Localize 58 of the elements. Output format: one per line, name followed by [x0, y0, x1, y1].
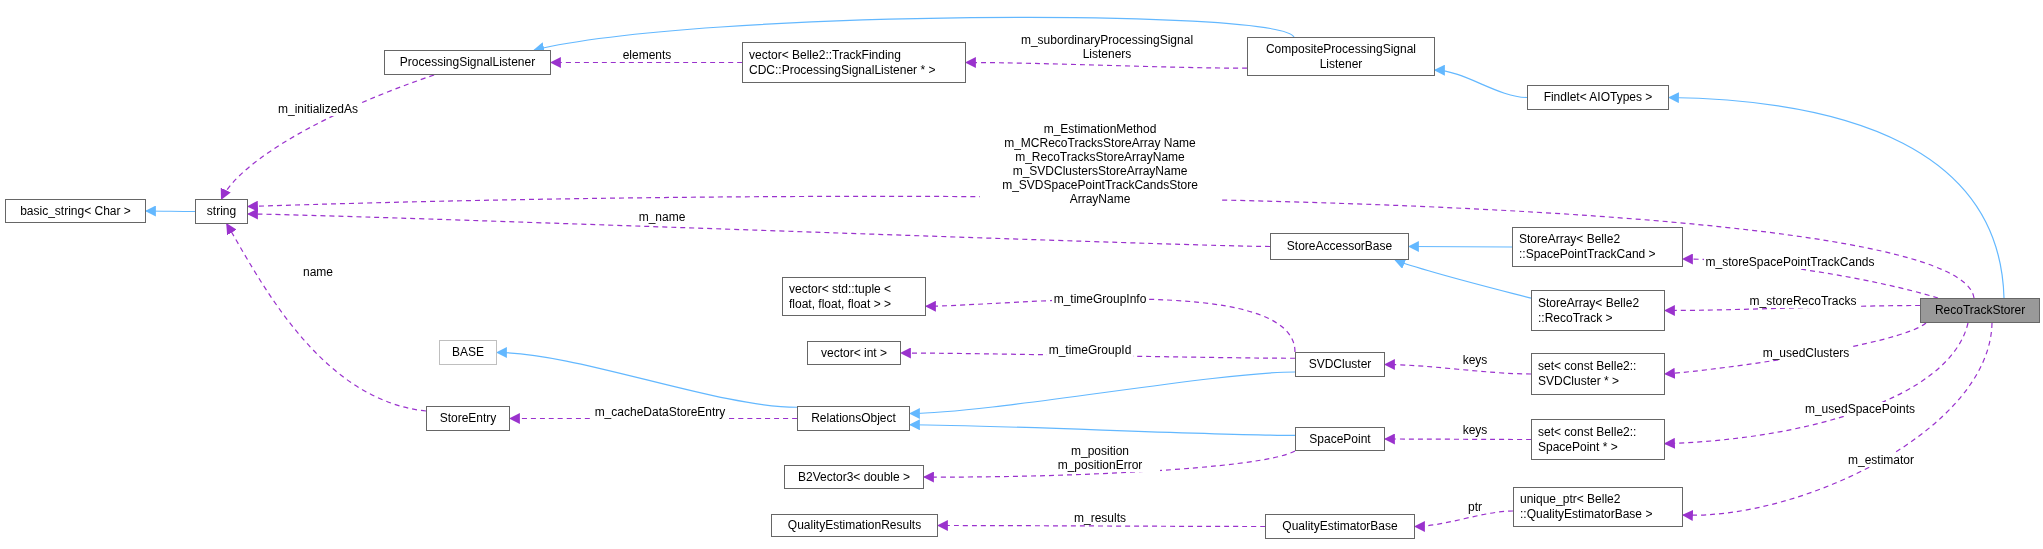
arrow — [936, 520, 1266, 531]
edge-label: m_initializedAs — [275, 102, 360, 116]
edge-label: keys — [1460, 353, 1490, 367]
arrow — [908, 371, 1296, 419]
edge-label: ptr — [1466, 500, 1484, 514]
edge-label: m_estimator — [1846, 453, 1916, 467]
arrow — [220, 74, 435, 200]
class-box: vector< int > — [807, 341, 901, 365]
class-box: QualityEstimationResults — [771, 514, 938, 537]
class-box: unique_ptr< Belle2 ::QualityEstimatorBase > — [1513, 487, 1683, 527]
class-box: B2Vector3< double > — [784, 465, 924, 489]
class-box: StoreEntry — [426, 406, 510, 431]
class-box: vector< Belle2::TrackFinding CDC::ProcessingSignalListener * > — [742, 42, 966, 83]
edge-label: m_EstimationMethod m_MCRecoTracksStoreArray Name m_RecoTracksStoreArrayName m_SVDClustersStoreArrayName m_SVDSpacePointTrackCandsStore ArrayName — [980, 122, 1220, 206]
arrow — [226, 223, 427, 412]
edge-label: m_storeSpacePointTrackCands — [1703, 255, 1877, 269]
class-box: string — [195, 199, 248, 224]
edge-label: m_usedSpacePoints — [1802, 402, 1918, 416]
arrow — [1383, 359, 1532, 375]
class-box: set< const Belle2:: SVDCluster * > — [1531, 353, 1665, 395]
class-box: StoreArray< Belle2 ::RecoTrack > — [1531, 290, 1665, 331]
class-box: StoreArray< Belle2 ::SpacePointTrackCand > — [1512, 227, 1683, 267]
edge-label: m_cacheDataStoreEntry — [592, 405, 728, 419]
class-box: BASE — [439, 340, 497, 365]
class-box: SVDCluster — [1295, 352, 1385, 377]
edge-label: m_results — [1072, 511, 1128, 525]
class-box: QualityEstimatorBase — [1265, 514, 1415, 539]
class-box: RelationsObject — [797, 406, 910, 431]
class-box: ProcessingSignalListener — [384, 50, 551, 75]
class-box: vector< std::tuple < float, float, float > > — [782, 277, 926, 316]
arrow — [922, 450, 1296, 483]
arrow — [1383, 433, 1532, 445]
arrow — [1433, 65, 1528, 99]
arrow — [144, 205, 196, 217]
arrow — [1667, 92, 2005, 299]
arrow — [246, 208, 1271, 248]
edge-label: m_timeGroupInfo — [1051, 292, 1149, 306]
arrow — [1663, 322, 1969, 449]
arrow — [1394, 258, 1532, 299]
class-box: StoreAccessorBase — [1270, 233, 1409, 260]
arrow — [549, 57, 743, 68]
arrow — [908, 419, 1296, 436]
arrow — [1413, 510, 1514, 532]
edge-label: m_storeRecoTracks — [1747, 294, 1859, 308]
arrow — [495, 347, 798, 408]
edge-label: elements — [620, 48, 674, 62]
edge-label: m_usedClusters — [1760, 346, 1852, 360]
arrow — [1407, 241, 1513, 252]
class-box: SpacePoint — [1295, 427, 1385, 451]
arrow — [1681, 322, 1993, 521]
class-box: set< const Belle2:: SpacePoint * > — [1531, 419, 1665, 460]
edge-label: m_timeGroupId — [1046, 343, 1134, 357]
class-box: CompositeProcessingSignal Listener — [1247, 37, 1435, 76]
class-box: basic_string< Char > — [5, 199, 146, 223]
class-box: Findlet< AIOTypes > — [1527, 85, 1669, 110]
edge-label: keys — [1460, 423, 1490, 437]
class-box: RecoTrackStorer — [1920, 298, 2040, 323]
arrow — [964, 57, 1248, 69]
